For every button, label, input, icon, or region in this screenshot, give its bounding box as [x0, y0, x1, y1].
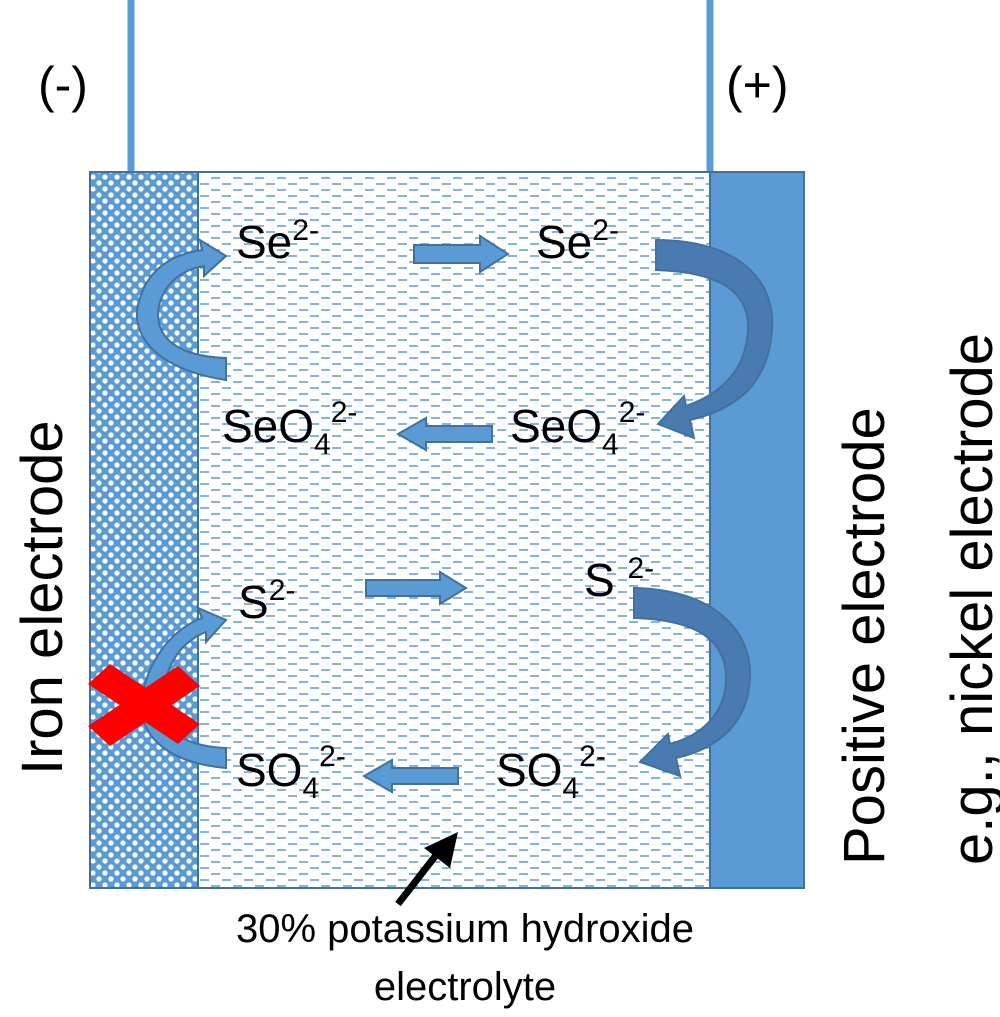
ion-se-right: Se2- — [536, 214, 619, 268]
ion-seo4-right: SeO42- — [510, 396, 645, 461]
positive-se-cycle-arrow — [655, 238, 774, 440]
iron-electrode — [89, 171, 199, 889]
ion-s-left: S2- — [238, 574, 295, 628]
ion-seo4-left: SeO42- — [222, 396, 357, 461]
ion-so4-right: SO42- — [496, 740, 606, 805]
iron-se-cycle-arrow — [135, 237, 228, 382]
seo4-backward-arrow — [395, 416, 493, 452]
nickel-electrode-label: e.g., nickel electrode — [940, 333, 1000, 865]
se-forward-arrow — [413, 234, 510, 274]
positive-electrode-label: Positive electrode — [832, 407, 897, 865]
positive-s-cycle-arrow — [633, 586, 752, 778]
negative-terminal-label: (-) — [38, 57, 88, 113]
so4-backward-arrow — [361, 758, 459, 794]
electrolyte-caption-line2: electrolyte — [374, 965, 556, 1009]
positive-electrode — [709, 171, 805, 889]
ion-so4-left: SO42- — [236, 740, 346, 805]
electrolyte-pointer-arrow — [395, 832, 458, 907]
ion-se-left: Se2- — [236, 214, 319, 268]
s-forward-arrow — [365, 570, 468, 606]
positive-terminal-label: (+) — [726, 57, 789, 113]
iron-electrode-label: Iron electrode — [10, 420, 75, 775]
ion-s-right: S 2- — [584, 552, 654, 606]
electrolyte-caption-line1: 30% potassium hydroxide — [236, 907, 694, 951]
blocked-reaction-x-icon — [88, 664, 200, 746]
